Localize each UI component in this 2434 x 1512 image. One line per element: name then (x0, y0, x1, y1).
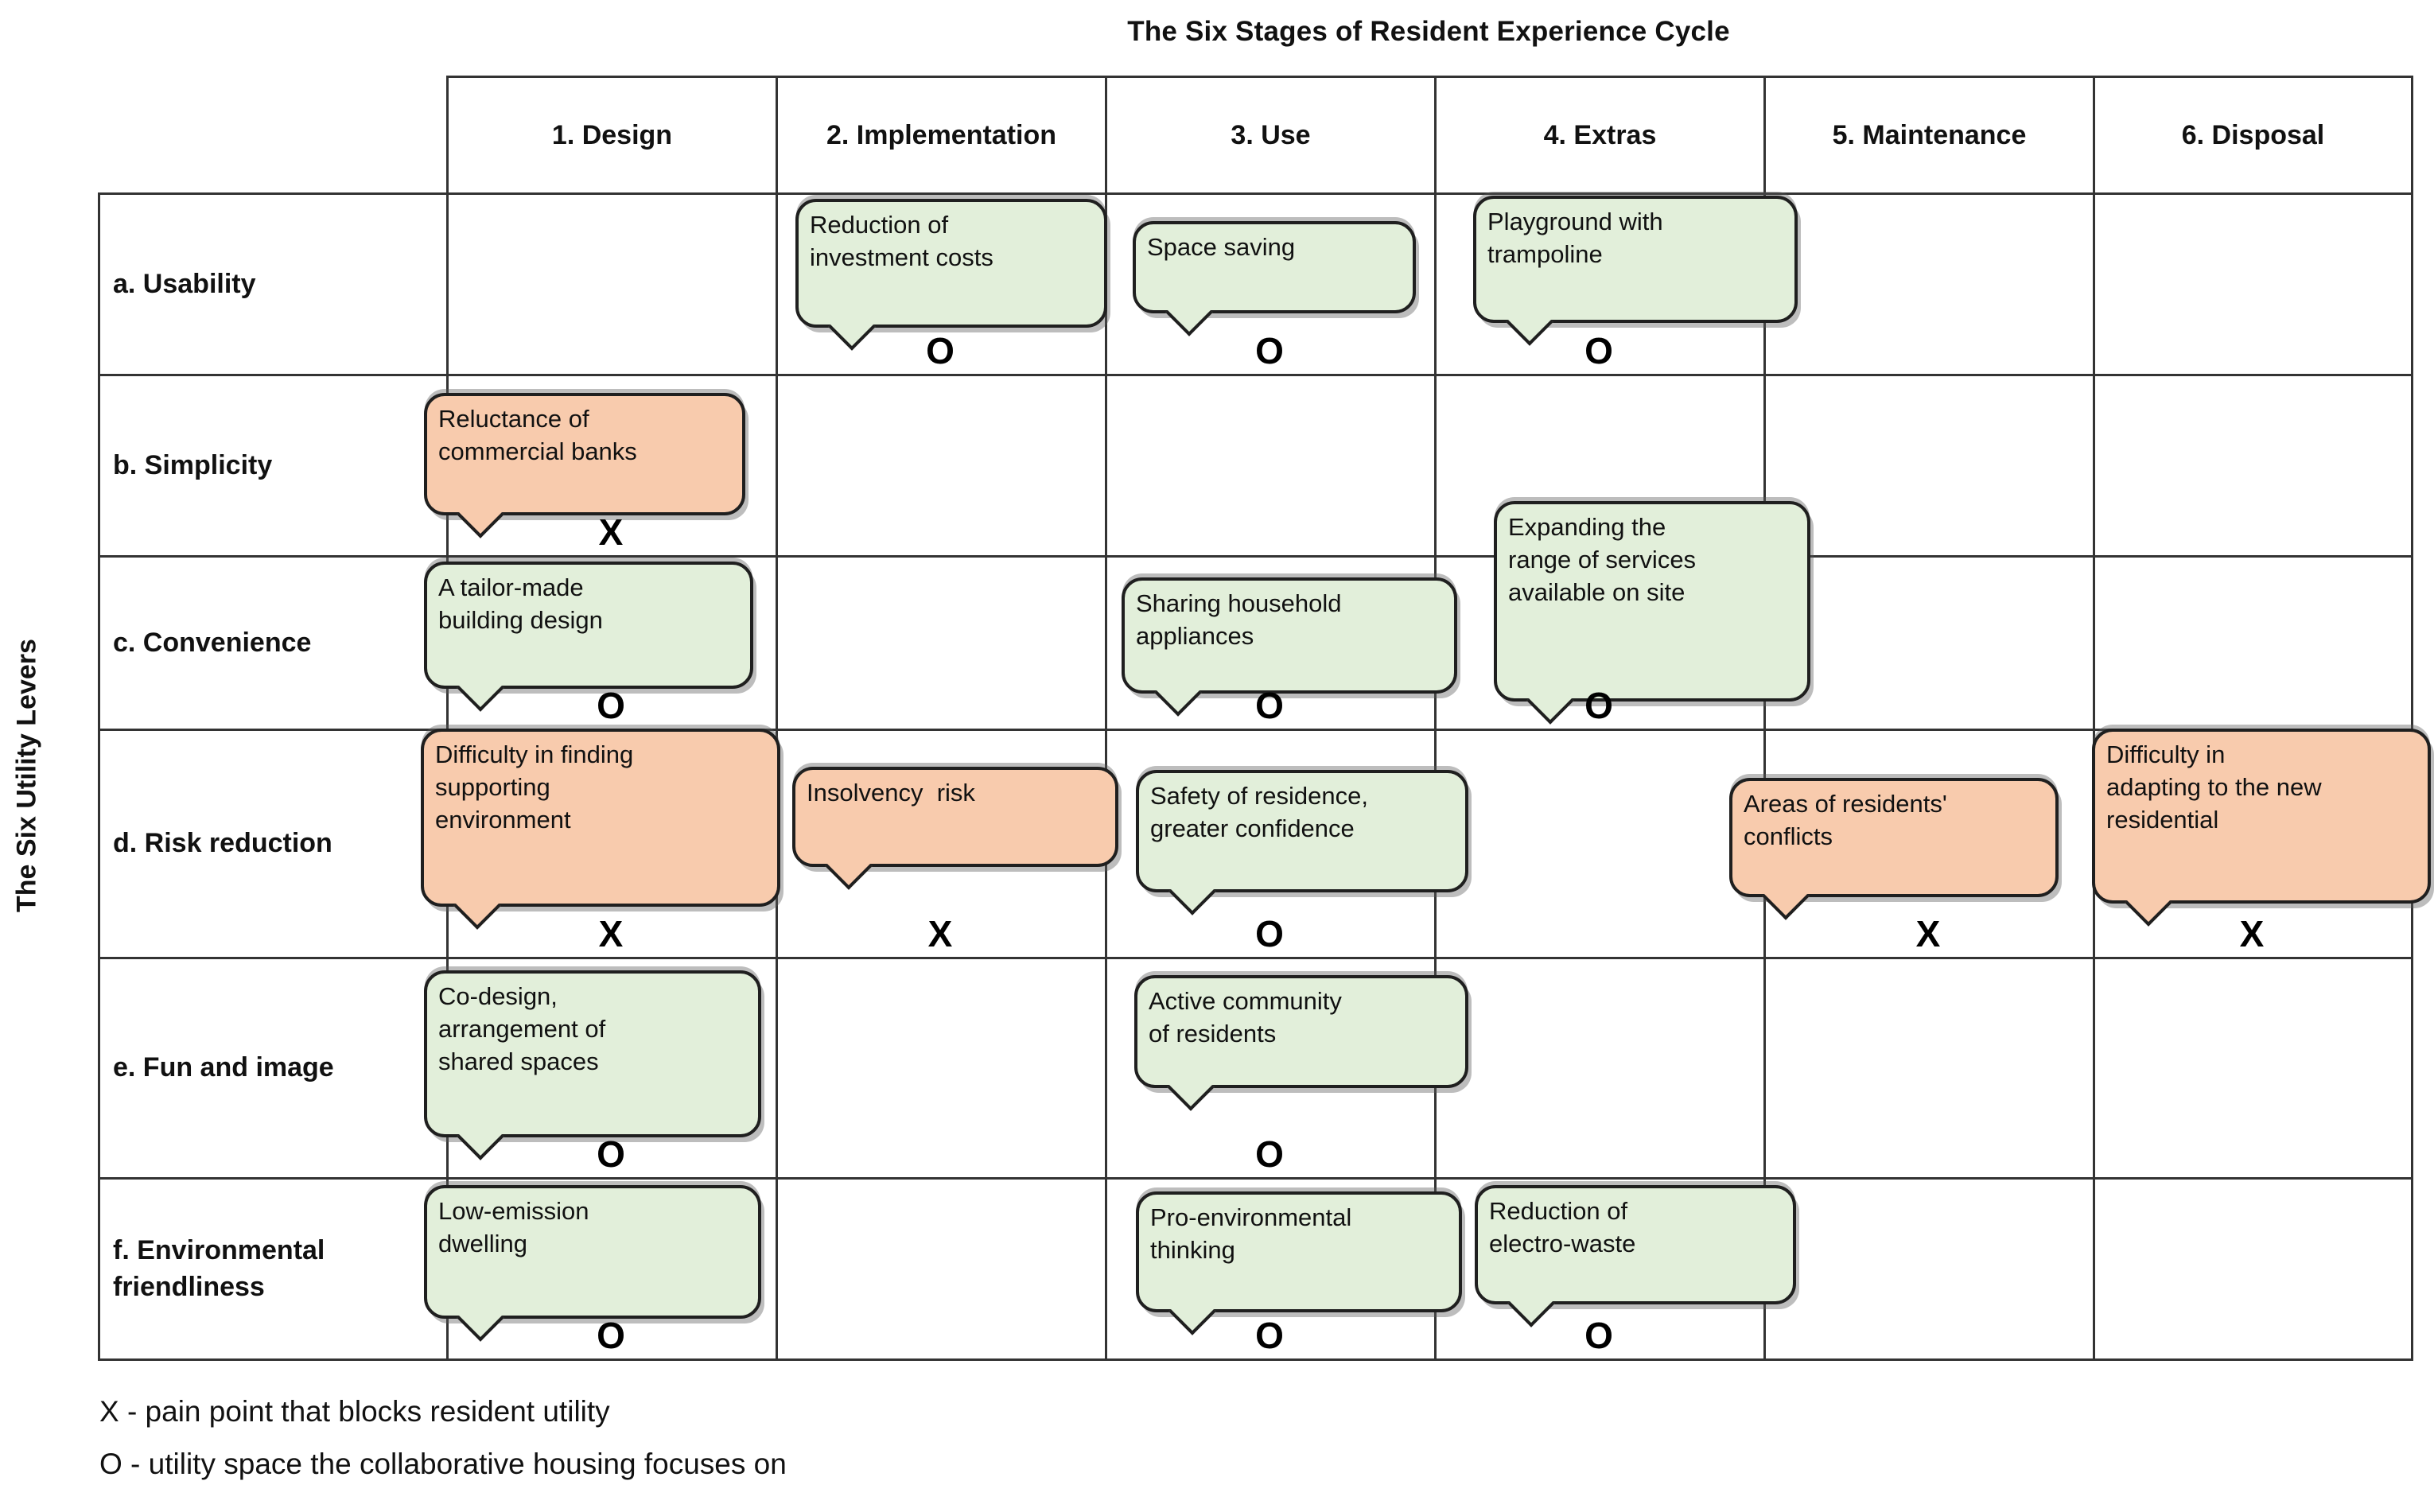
marker-o-d3: O (1255, 913, 1284, 954)
callout-d5: Areas of residents' conflicts (1729, 778, 2059, 920)
marker-x-d2: X (927, 913, 953, 954)
callout-f3: Pro-environmental thinking (1136, 1191, 1462, 1335)
matrix-cell-a6 (2093, 192, 2413, 376)
row-label-b: b. Simplicity (98, 374, 449, 558)
callout-e3: Active community of residents (1134, 975, 1468, 1111)
matrix-cell-b6 (2093, 374, 2413, 558)
marker-o-c1: O (597, 685, 625, 726)
marker-o-a2: O (926, 330, 955, 371)
callout-c3: Sharing household appliances (1122, 577, 1457, 717)
callout-text-c3: Sharing household appliances (1136, 589, 1342, 651)
diagram-title: The Six Stages of Resident Experience Cy… (1127, 16, 1730, 47)
row-label-e: e. Fun and image (98, 957, 449, 1180)
marker-o-a3: O (1255, 330, 1284, 371)
marker-o-a4: O (1584, 330, 1613, 371)
column-header-5: 5. Maintenance (1763, 76, 2095, 195)
matrix-cell-e6 (2093, 957, 2413, 1180)
callout-a4: Playground with trampoline (1473, 196, 1798, 346)
marker-o-f1: O (597, 1315, 625, 1356)
matrix-cell-d4 (1434, 729, 1766, 959)
matrix-cell-f6 (2093, 1177, 2413, 1361)
matrix-cell-f2 (776, 1177, 1107, 1361)
matrix-cell-c6 (2093, 555, 2413, 731)
callout-text-a4: Playground with trampoline (1487, 208, 1663, 269)
corner-cell (99, 77, 448, 194)
row-label-a: a. Usability (98, 192, 449, 376)
callout-text-d3: Safety of residence, greater confidence (1150, 782, 1368, 843)
marker-o-e3: O (1255, 1133, 1284, 1175)
legend-line-x: X - pain point that blocks resident util… (99, 1395, 610, 1428)
callout-text-c4: Expanding the range of services availabl… (1508, 513, 1697, 607)
matrix-cell-a1 (446, 192, 778, 376)
matrix-cell-b2 (776, 374, 1107, 558)
marker-x-b1: X (598, 511, 624, 553)
matrix-cell-e4 (1434, 957, 1766, 1180)
callout-text-c1: A tailor-made building design (438, 573, 603, 635)
callout-d1: Difficulty in finding supporting environ… (421, 729, 780, 930)
matrix-cell-f5 (1763, 1177, 2095, 1361)
callout-text-d5: Areas of residents' conflicts (1744, 790, 1947, 851)
column-header-2: 2. Implementation (776, 76, 1107, 195)
callout-text-e3: Active community of residents (1149, 987, 1342, 1048)
marker-o-e1: O (597, 1133, 625, 1175)
row-label-c: c. Convenience (98, 555, 449, 731)
callout-a3: Space saving (1133, 221, 1416, 336)
callout-text-a2: Reduction of investment costs (810, 211, 993, 272)
column-header-1: 1. Design (446, 76, 778, 195)
column-header-4: 4. Extras (1434, 76, 1766, 195)
marker-o-f3: O (1255, 1315, 1284, 1356)
row-label-f: f. Environmental friendliness (98, 1177, 449, 1361)
marker-x-d6: X (2239, 913, 2265, 954)
callout-c1: A tailor-made building design (424, 562, 753, 712)
column-header-3: 3. Use (1105, 76, 1437, 195)
callout-f4: Reduction of electro-waste (1475, 1185, 1796, 1327)
matrix-cell-a5 (1763, 192, 2095, 376)
callout-f1: Low-emission dwelling (424, 1185, 761, 1342)
callout-text-f1: Low-emission dwelling (438, 1197, 589, 1258)
column-header-6: 6. Disposal (2093, 76, 2413, 195)
row-label-d: d. Risk reduction (98, 729, 449, 959)
callout-d2: Insolvency risk (792, 767, 1118, 890)
callout-text-a3: Space saving (1147, 233, 1296, 261)
callout-d3: Safety of residence, greater confidence (1136, 770, 1468, 915)
marker-x-d1: X (598, 913, 624, 954)
matrix-cell-c2 (776, 555, 1107, 731)
marker-o-c3: O (1255, 685, 1284, 726)
callout-d6: Difficulty in adapting to the new reside… (2092, 729, 2431, 927)
callout-text-e1: Co-design, arrangement of shared spaces (438, 982, 606, 1076)
legend: X - pain point that blocks resident util… (99, 1386, 787, 1491)
marker-o-f4: O (1584, 1315, 1613, 1356)
matrix-cell-e2 (776, 957, 1107, 1180)
callout-text-b1: Reluctance of commercial banks (438, 405, 637, 466)
callout-c4: Expanding the range of services availabl… (1494, 501, 1810, 725)
matrix-cell-e5 (1763, 957, 2095, 1180)
callout-b1: Reluctance of commercial banks (424, 393, 745, 538)
marker-x-d5: X (1915, 913, 1941, 954)
matrix-cell-c5 (1763, 555, 2095, 731)
callout-text-f3: Pro-environmental thinking (1150, 1203, 1352, 1265)
callout-a2: Reduction of investment costs (795, 199, 1107, 351)
legend-line-o: O - utility space the collaborative hous… (99, 1447, 787, 1480)
callout-text-f4: Reduction of electro-waste (1489, 1197, 1636, 1258)
callout-text-d1: Difficulty in finding supporting environ… (435, 740, 634, 834)
matrix-cell-b5 (1763, 374, 2095, 558)
marker-o-c4: O (1584, 685, 1613, 726)
callout-e1: Co-design, arrangement of shared spaces (424, 970, 761, 1160)
matrix-cell-b3 (1105, 374, 1437, 558)
callout-text-d6: Difficulty in adapting to the new reside… (2106, 740, 2322, 834)
callout-text-d2: Insolvency risk (807, 779, 975, 807)
y-axis-label: The Six Utility Levers (11, 639, 42, 912)
